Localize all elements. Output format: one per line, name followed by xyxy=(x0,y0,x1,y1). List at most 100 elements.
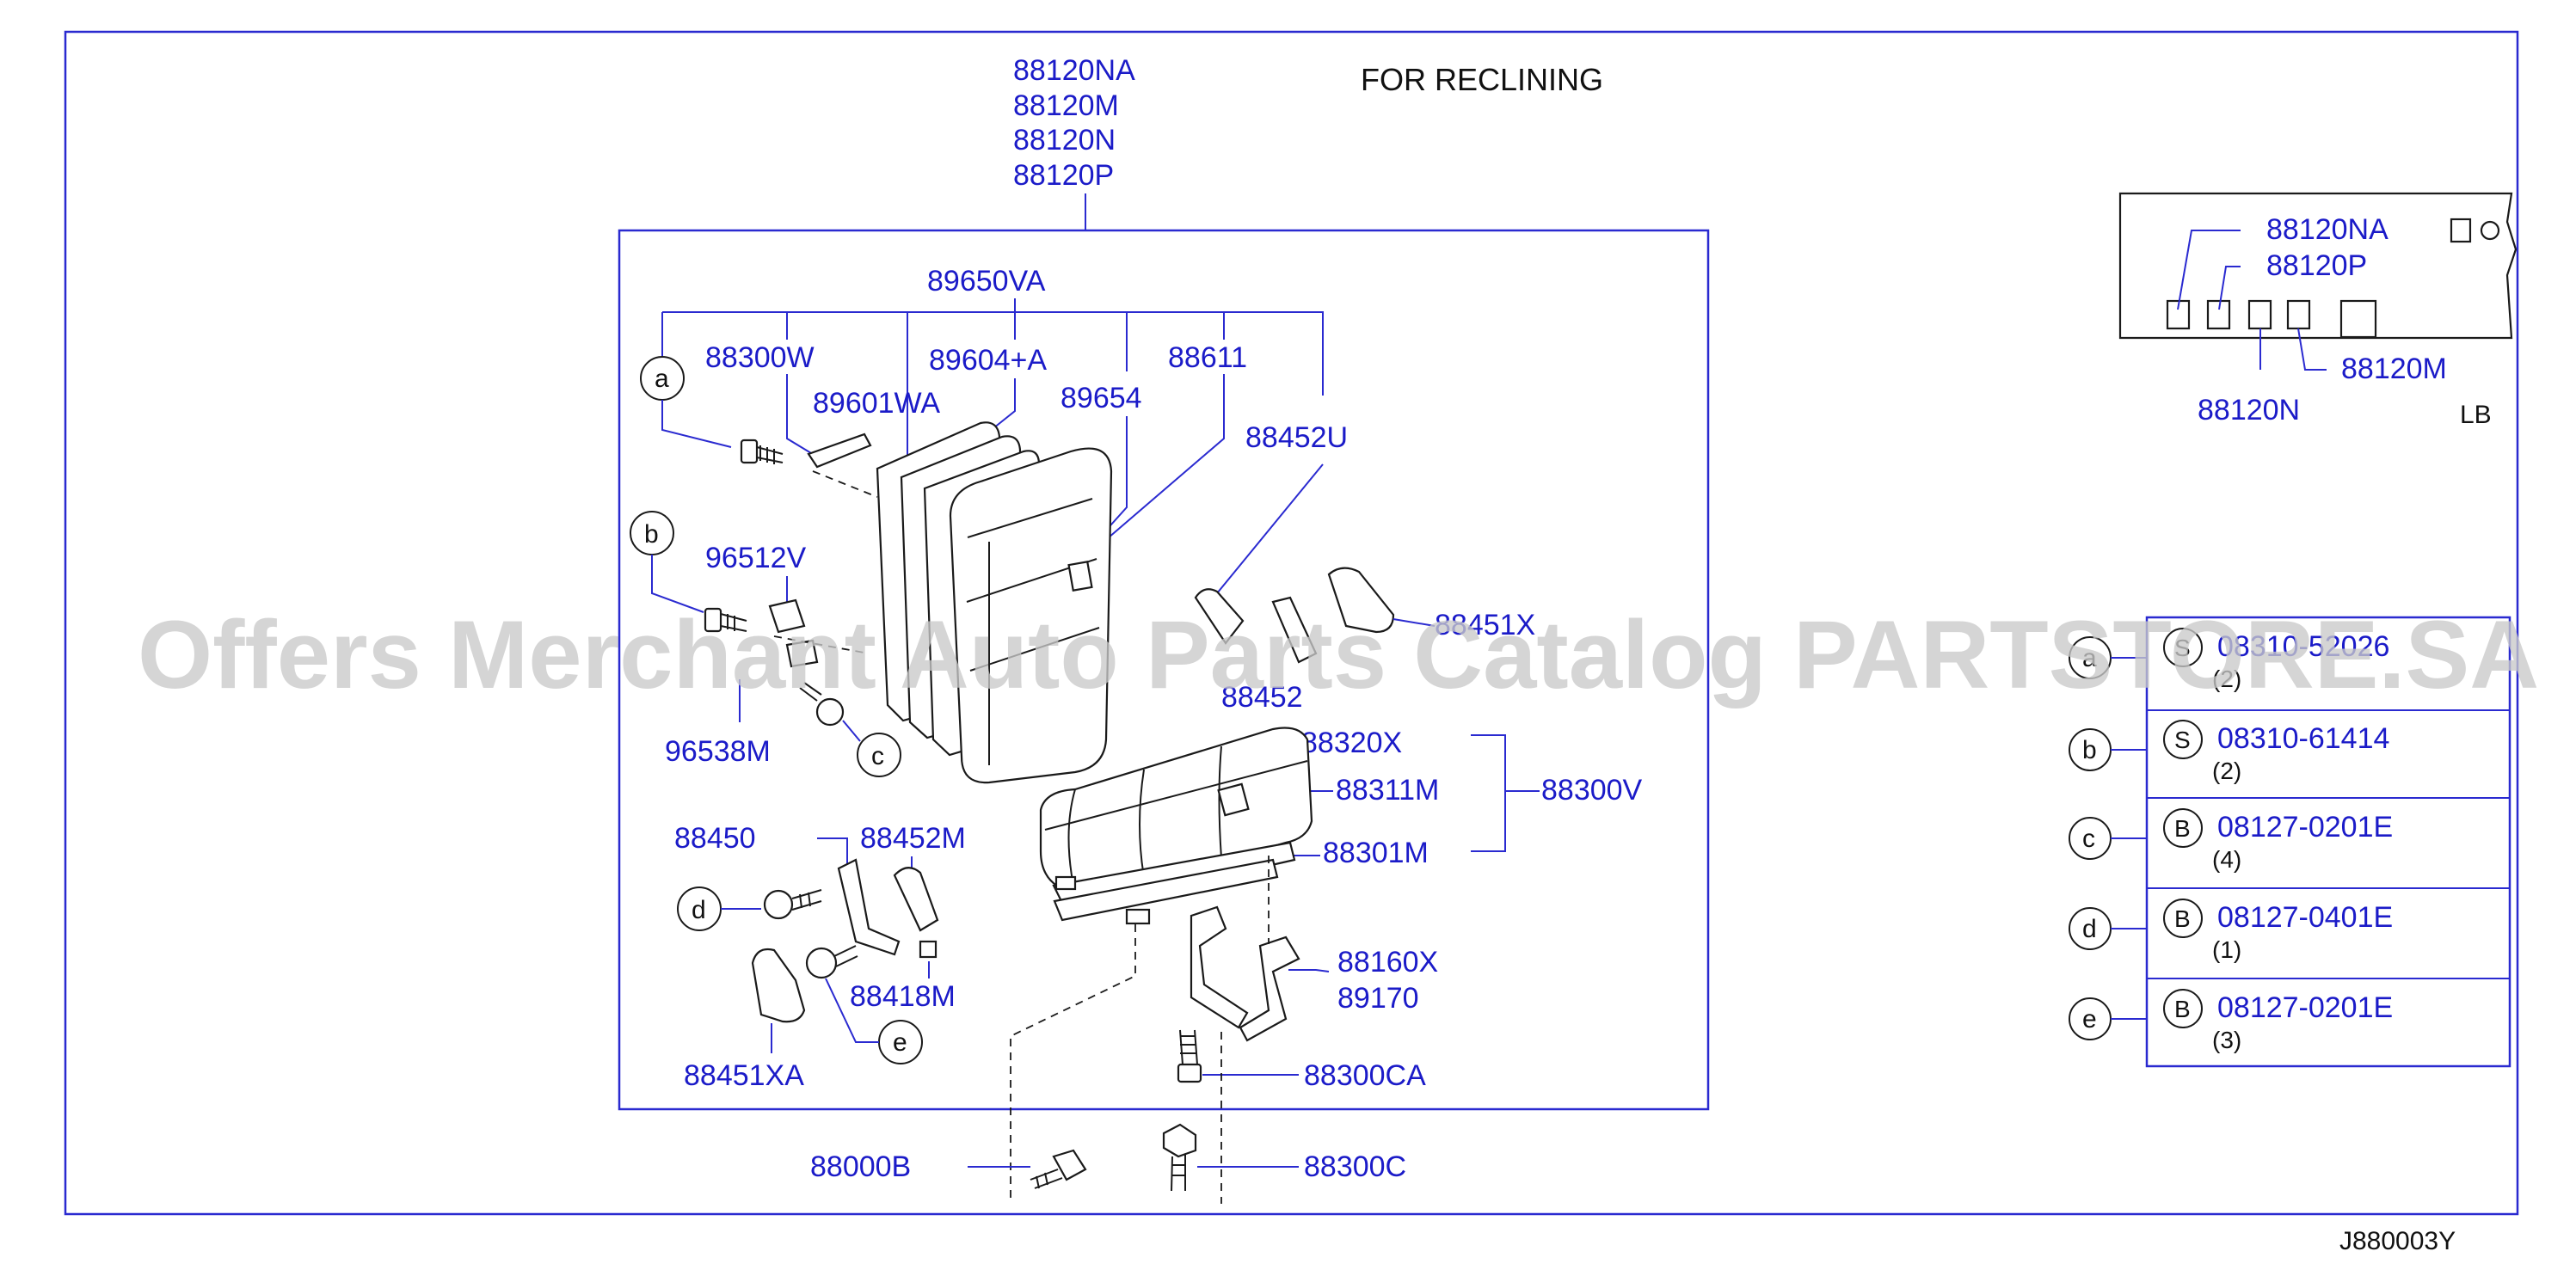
seat-rail-88160X[interactable] xyxy=(1190,905,1300,1042)
part-label[interactable]: 88451X xyxy=(1435,609,1535,641)
part-label[interactable]: 88300CA xyxy=(1304,1059,1426,1092)
part-label[interactable]: 88418M xyxy=(850,980,956,1013)
part-label[interactable]: 88320X xyxy=(1301,727,1402,759)
leader-line xyxy=(1393,618,1436,627)
part-label[interactable]: 96512V xyxy=(705,542,807,574)
part-label[interactable]: 88300V xyxy=(1541,774,1643,807)
part-label[interactable]: 88120P xyxy=(2266,249,2367,282)
clip-96512V[interactable] xyxy=(768,598,806,634)
part-label[interactable]: 88452M xyxy=(860,822,966,855)
callout-letter: c xyxy=(871,742,884,770)
part-label[interactable]: 89170 xyxy=(1337,982,1419,1015)
part-label[interactable]: 88120P xyxy=(1013,159,1114,192)
bolt-c[interactable] xyxy=(799,682,845,727)
callout-letter: d xyxy=(692,896,706,924)
dash-line xyxy=(773,635,870,654)
part-label[interactable]: 88301M xyxy=(1323,837,1429,869)
seat-frame xyxy=(618,229,1710,1111)
link-88450[interactable] xyxy=(837,858,901,956)
bolt-88300C[interactable] xyxy=(1162,1123,1197,1192)
callout-letter: b xyxy=(644,520,659,549)
leader-line xyxy=(1083,374,1225,560)
hinge-88452U[interactable] xyxy=(1194,588,1245,645)
part-label[interactable]: 88452 xyxy=(1221,681,1303,714)
part-label[interactable]: 88120NA xyxy=(2266,213,2388,246)
fastener-part-number[interactable]: 08127-0201E xyxy=(2217,991,2393,1024)
part-label[interactable]: 88451XA xyxy=(684,1059,804,1092)
fastener-quantity: (4) xyxy=(2212,846,2241,873)
seat-cushion-assembly[interactable] xyxy=(1039,727,1313,925)
part-label[interactable]: 88452U xyxy=(1245,421,1348,454)
fastener-quantity: (3) xyxy=(2212,1027,2241,1053)
fastener-part-number[interactable]: 08310-52026 xyxy=(2217,630,2389,663)
fastener-part-number[interactable]: 08127-0201E xyxy=(2217,811,2393,844)
fastener-type-letter: S xyxy=(2174,727,2191,753)
part-label[interactable]: 88120M xyxy=(2341,353,2447,385)
fastener-type-letter: S xyxy=(2174,635,2191,661)
bolt-a[interactable] xyxy=(740,439,784,464)
part-label[interactable]: 88120N xyxy=(1013,124,1116,156)
fastener-quantity: (1) xyxy=(2212,936,2241,963)
leader-line xyxy=(661,400,732,448)
watermark: Offers Merchant Auto Parts Catalog PARTS… xyxy=(138,601,2539,709)
fastener-type-badge xyxy=(2163,899,2203,938)
part-label[interactable]: 88311M xyxy=(1336,774,1439,807)
bolt-88000B[interactable] xyxy=(1030,1149,1087,1189)
part-label[interactable]: 88160X xyxy=(1337,946,1438,978)
callout-letter: a xyxy=(2082,644,2097,672)
part-label[interactable]: 96538M xyxy=(665,735,771,768)
callout-letter: d xyxy=(2082,915,2097,943)
bolt-e[interactable] xyxy=(805,945,858,979)
fastener-type-badge xyxy=(2163,989,2203,1028)
part-label[interactable]: 88000B xyxy=(810,1150,911,1183)
plate-88452M[interactable] xyxy=(893,867,939,932)
fastener-type-letter: B xyxy=(2174,905,2191,932)
fastener-type-badge xyxy=(2163,808,2203,848)
hinge-88452[interactable] xyxy=(1271,596,1318,664)
leader-line xyxy=(2177,230,2241,310)
part-label[interactable]: 88120NA xyxy=(1013,54,1135,87)
part-label[interactable]: 89604+A xyxy=(929,344,1047,377)
cover-88451X[interactable] xyxy=(1327,567,1395,634)
callout-c[interactable] xyxy=(857,733,901,777)
fastener-type-badge xyxy=(2163,628,2203,667)
table-row[interactable]: e B 08127-0201E (3) xyxy=(2069,989,2393,1053)
cover-88451XA[interactable] xyxy=(751,948,806,1023)
part-label[interactable]: 89601WA xyxy=(813,387,940,420)
bracket-88300W[interactable] xyxy=(807,432,872,469)
part-label[interactable]: 88611 xyxy=(1168,341,1247,374)
fastener-type-letter: B xyxy=(2174,815,2191,842)
leader-line xyxy=(825,978,879,1043)
variant-label: LB xyxy=(2460,401,2492,429)
callout-letter: b xyxy=(2082,736,2097,764)
part-label[interactable]: 88120N xyxy=(2198,394,2300,426)
seat-back-assembly[interactable] xyxy=(876,421,1113,784)
dash-line xyxy=(812,470,878,498)
top-part-list: 88120NA 88120M 88120N 88120P xyxy=(1013,54,1135,192)
bolt-d[interactable] xyxy=(763,889,822,920)
outer-frame xyxy=(64,30,2519,1216)
bolt-88300CA[interactable] xyxy=(1177,1029,1202,1083)
fastener-part-number[interactable]: 08127-0401E xyxy=(2217,901,2393,934)
inset-lb: 88120NA 88120P 88120M 88120N LB xyxy=(2118,192,2518,429)
fastener-type-letter: B xyxy=(2174,996,2191,1022)
callout-letter: e xyxy=(893,1028,907,1057)
table-row[interactable]: d B 08127-0401E(1) xyxy=(2069,899,2393,963)
part-label[interactable]: 88300C xyxy=(1304,1150,1406,1183)
callout-letter: e xyxy=(2082,1005,2097,1034)
part-label[interactable]: 89650VA xyxy=(927,265,1046,298)
nut-88418M[interactable] xyxy=(919,940,938,959)
leader-line xyxy=(993,378,1016,429)
fastener-part-number[interactable]: 08310-61414 xyxy=(2217,722,2389,755)
part-label[interactable]: 88120M xyxy=(1013,89,1119,122)
leader-line xyxy=(1288,969,1330,972)
diagram-code: J880003Y xyxy=(2339,1227,2456,1255)
part-label[interactable]: 89654 xyxy=(1061,382,1142,414)
diagram-title: FOR RECLINING xyxy=(1361,62,1603,97)
bolt-b[interactable] xyxy=(704,607,747,633)
part-label[interactable]: 88300W xyxy=(705,341,815,374)
part-label[interactable]: 88450 xyxy=(674,822,756,855)
